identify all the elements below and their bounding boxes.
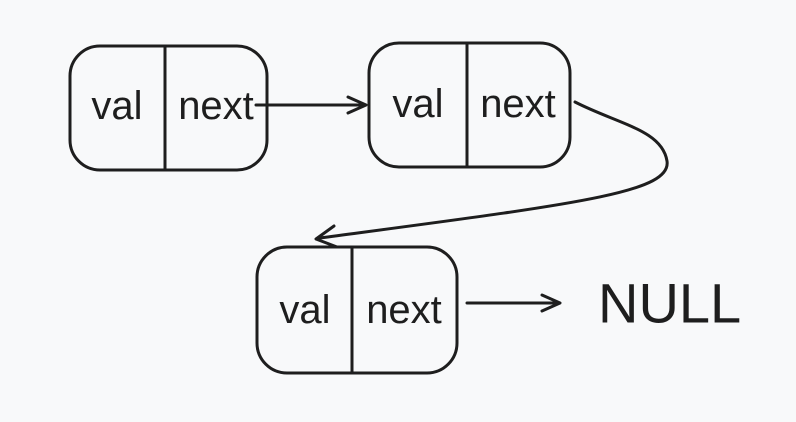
node-1-val-label: val <box>91 84 142 128</box>
node-2-val-label: val <box>392 82 443 126</box>
list-node-3: val next <box>255 245 459 375</box>
list-node-2: val next <box>367 41 572 169</box>
node-3-box <box>255 245 459 375</box>
node-2-box <box>367 41 572 169</box>
list-node-1: val next <box>68 44 269 172</box>
pointer-arrow-2-shaft <box>318 100 669 240</box>
node-2-next-label: next <box>480 82 556 126</box>
pointer-arrow-3 <box>465 293 562 313</box>
pointer-arrow-3-head <box>540 293 562 313</box>
null-label: NULL <box>598 272 741 335</box>
node-3-next-label: next <box>366 288 442 332</box>
node-1-next-label: next <box>178 84 254 128</box>
node-1-box <box>68 44 269 172</box>
pointer-arrow-2-head <box>314 224 339 249</box>
pointer-arrow-2 <box>314 100 669 249</box>
node-3-val-label: val <box>279 288 330 332</box>
pointer-arrow-1 <box>254 95 368 115</box>
pointer-arrow-1-head <box>346 95 368 115</box>
